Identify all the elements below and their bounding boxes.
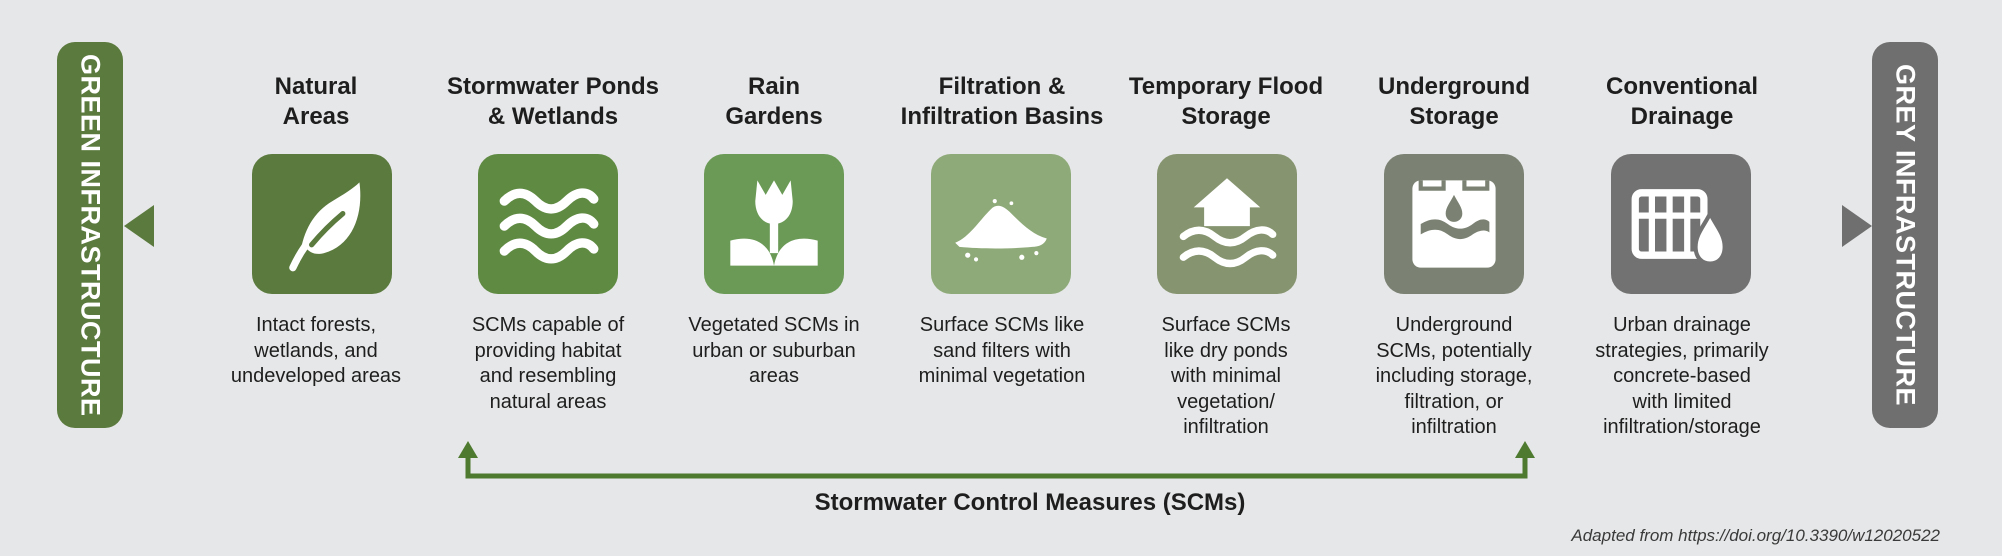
scm-bracket-label: Stormwater Control Measures (SCMs) bbox=[814, 489, 1246, 516]
category-title-filtration-basins: Filtration & Infiltration Basins bbox=[900, 73, 1104, 130]
drain-grate-icon bbox=[1631, 189, 1727, 266]
category-desc-conventional-drainage: Urban drainage strategies, primarily con… bbox=[1595, 314, 1769, 438]
rain-gardens-icon-box bbox=[704, 154, 844, 294]
category-desc-filtration-basins: Surface SCMs like sand filters with mini… bbox=[918, 314, 1086, 387]
category-desc-underground-storage: Underground SCMs, potentially including … bbox=[1375, 314, 1533, 438]
left-arrowhead bbox=[124, 205, 154, 247]
source-credit: Adapted from https://doi.org/10.3390/w12… bbox=[1571, 526, 1940, 545]
category-desc-stormwater-ponds: SCMs capable of providing habitat and re… bbox=[471, 314, 625, 413]
category-desc-temporary-flood-storage: Surface SCMs like dry ponds with minimal… bbox=[1161, 314, 1291, 438]
underground-tank-icon bbox=[1412, 180, 1496, 268]
green-infrastructure-bar: GREEN INFRASTRUCTURE bbox=[57, 42, 123, 428]
natural-areas-icon-box bbox=[252, 154, 392, 294]
category-title-natural-areas: Natural Areas bbox=[274, 73, 358, 130]
category-title-rain-gardens: Rain Gardens bbox=[725, 73, 823, 130]
stormwater-ponds-icon-box bbox=[478, 154, 618, 294]
grey-infrastructure-bar: GREY INFRASTRUCTURE bbox=[1872, 42, 1938, 428]
category-desc-natural-areas: Intact forests, wetlands, and undevelope… bbox=[230, 314, 402, 387]
right-arrowhead bbox=[1842, 205, 1872, 247]
category-title-underground-storage: Underground Storage bbox=[1378, 73, 1530, 130]
scm-bracket-left-arrow bbox=[458, 441, 478, 458]
green-infrastructure-label: GREEN INFRASTRUCTURE bbox=[75, 53, 106, 417]
category-title-conventional-drainage: Conventional Drainage bbox=[1605, 73, 1758, 130]
leaf-icon bbox=[289, 182, 361, 272]
category-title-temporary-flood-storage: Temporary Flood Storage bbox=[1128, 73, 1324, 130]
grey-infrastructure-label: GREY INFRASTRUCTURE bbox=[1890, 63, 1921, 407]
filtration-basins-icon-box bbox=[931, 154, 1071, 294]
scm-bracket-right-arrow bbox=[1515, 441, 1535, 458]
tulip-icon bbox=[730, 180, 818, 266]
category-title-stormwater-ponds: Stormwater Ponds & Wetlands bbox=[446, 73, 660, 130]
sand-pile-icon bbox=[955, 199, 1047, 262]
waves-icon bbox=[499, 188, 599, 264]
conventional-drainage-icon-box bbox=[1611, 154, 1751, 294]
temporary-flood-storage-icon-box bbox=[1157, 154, 1297, 294]
underground-storage-icon-box bbox=[1384, 154, 1524, 294]
flooded-house-icon bbox=[1179, 178, 1277, 268]
category-desc-rain-gardens: Vegetated SCMs in urban or suburban area… bbox=[688, 314, 860, 387]
scm-bracket bbox=[465, 456, 1528, 479]
